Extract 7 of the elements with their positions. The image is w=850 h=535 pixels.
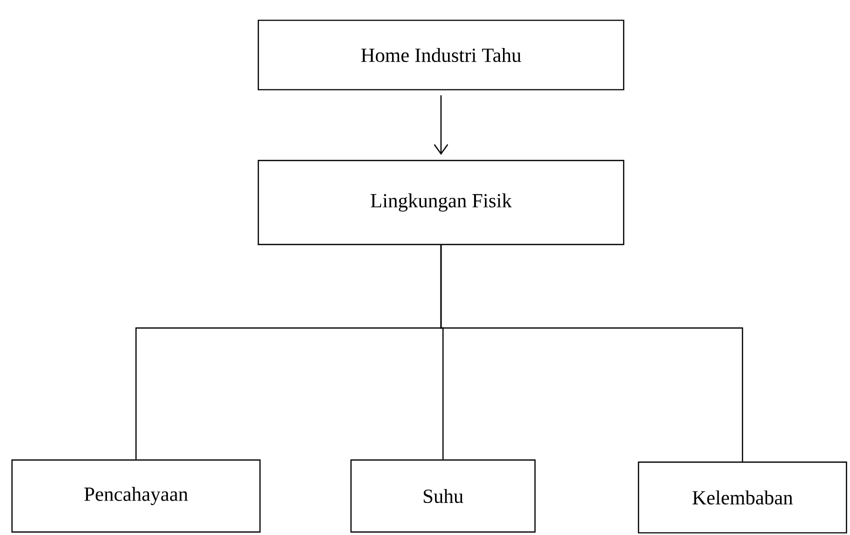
box: Suhu bbox=[350, 459, 536, 533]
box: Home Industri Tahu bbox=[258, 20, 624, 90]
connector bbox=[440, 245, 744, 462]
box: Kelembaban bbox=[638, 462, 848, 534]
box: Pencahayaan bbox=[11, 459, 261, 533]
box: Lingkungan Fisik bbox=[258, 160, 624, 246]
connector bbox=[434, 95, 448, 155]
